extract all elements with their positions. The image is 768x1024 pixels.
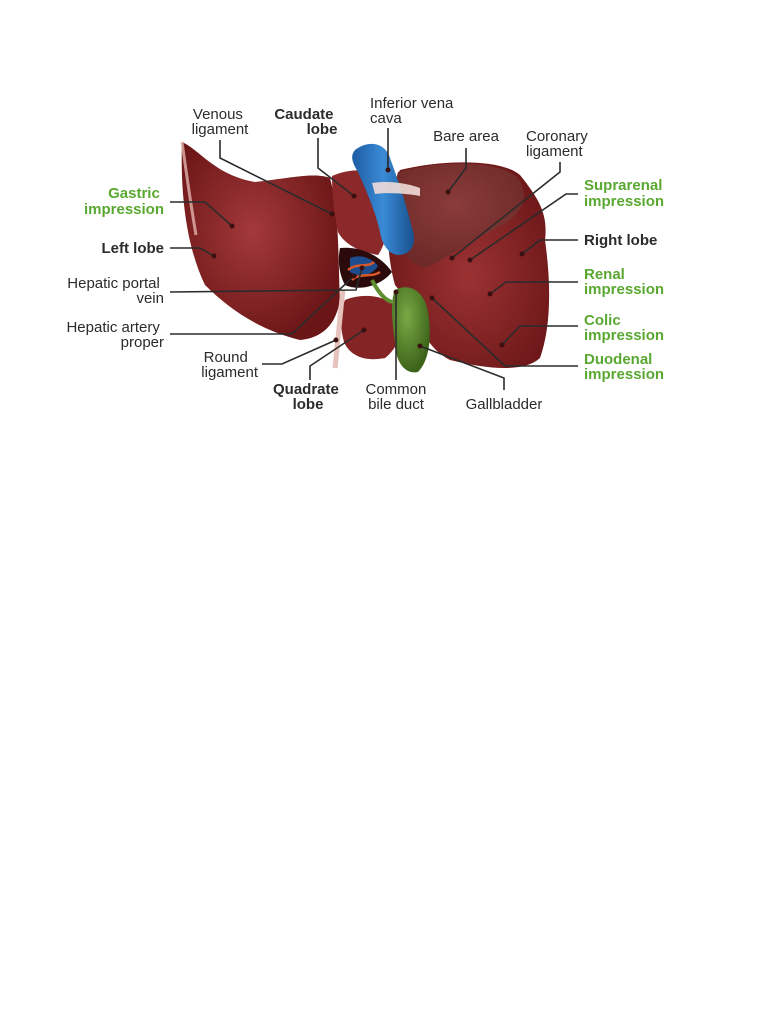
label-quadrate-lobe: Quadrate lobe	[273, 381, 343, 413]
dot-round-ligament	[334, 338, 339, 343]
dot-hepatic-portal-vein	[360, 266, 365, 271]
label-duodenal-impression: Duodenal impression	[584, 351, 664, 383]
label-round-ligament: Round ligament	[201, 349, 259, 381]
label-colic-impression: Colic impression	[584, 312, 664, 344]
label-caudate-lobe: Caudate lobe	[274, 106, 337, 138]
dot-suprarenal-impression	[468, 258, 473, 263]
dot-coronary-ligament	[450, 256, 455, 261]
leader-round-ligament	[262, 340, 336, 364]
label-gastric-impression: Gastric impression	[84, 185, 164, 218]
dot-inferior-vena-cava	[386, 168, 391, 173]
dot-hepatic-artery-proper	[352, 274, 357, 279]
dot-common-bile-duct	[394, 290, 399, 295]
label-hepatic-artery-proper: Hepatic artery proper	[66, 319, 164, 351]
dot-gastric-impression	[230, 224, 235, 229]
label-gallbladder: Gallbladder	[466, 396, 543, 413]
dot-colic-impression	[500, 343, 505, 348]
liver-illustration	[182, 142, 549, 372]
label-hepatic-portal-vein: Hepatic portal vein	[67, 275, 164, 307]
dot-right-lobe	[520, 252, 525, 257]
dot-left-lobe	[212, 254, 217, 259]
gallbladder-shape	[392, 287, 430, 372]
dot-duodenal-impression	[430, 296, 435, 301]
label-common-bile-duct: Common bile duct	[365, 381, 430, 413]
dot-renal-impression	[488, 292, 493, 297]
label-coronary-ligament: Coronary ligament	[526, 128, 592, 160]
label-left-lobe: Left lobe	[102, 240, 165, 257]
dot-quadrate-lobe	[362, 328, 367, 333]
label-right-lobe: Right lobe	[584, 232, 657, 249]
label-renal-impression: Renal impression	[584, 266, 664, 298]
dot-venous-ligament	[330, 212, 335, 217]
label-suprarenal-impression: Suprarenal impression	[584, 177, 667, 210]
dot-gallbladder	[418, 344, 423, 349]
label-inferior-vena-cava: Inferior vena cava	[370, 95, 458, 127]
label-venous-ligament: Venous ligament	[192, 106, 250, 138]
label-bare-area: Bare area	[433, 128, 500, 145]
dot-bare-area	[446, 190, 451, 195]
dot-caudate-lobe	[352, 194, 357, 199]
